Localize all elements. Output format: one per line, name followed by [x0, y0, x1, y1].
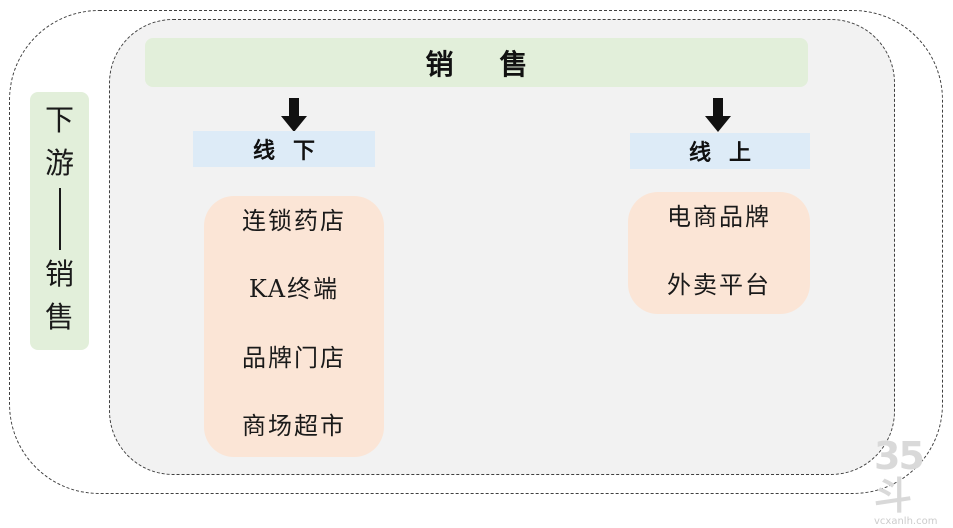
side-label-downstream-sales: 下 游 销 售 [30, 92, 89, 350]
list-item: 商场超市 [242, 412, 346, 440]
side-label-char: 下 [44, 103, 74, 137]
channel-online-label: 线上 [688, 140, 769, 166]
offline-list-box: 连锁药店 KA终端 品牌门店 商场超市 [204, 196, 384, 457]
list-item: 连锁药店 [242, 207, 346, 235]
outer-dashed-frame [9, 10, 943, 494]
sales-header-title: 销售 [425, 47, 574, 81]
list-item: 电商品牌 [667, 203, 771, 231]
side-label-char: 销 [44, 257, 74, 291]
side-label-char: 售 [44, 300, 74, 334]
watermark-logo: 35斗 vcxanlh.com [874, 436, 944, 527]
list-item: KA终端 [248, 275, 340, 303]
list-item: 品牌门店 [242, 344, 346, 372]
channel-online: 线上 [630, 133, 810, 169]
list-item: 外卖平台 [667, 271, 771, 299]
channel-offline: 线下 [193, 131, 375, 167]
watermark-url: vcxanlh.com [874, 516, 938, 527]
arrow-down-icon [705, 98, 731, 132]
online-list-box: 电商品牌 外卖平台 [628, 192, 810, 314]
sales-header-bar: 销售 [145, 38, 808, 87]
channel-offline-label: 线下 [252, 138, 333, 164]
side-label-dash-line [58, 188, 61, 250]
side-label-char: 游 [44, 146, 74, 180]
watermark-text: 35斗 [874, 434, 925, 518]
arrow-down-icon [281, 98, 307, 132]
